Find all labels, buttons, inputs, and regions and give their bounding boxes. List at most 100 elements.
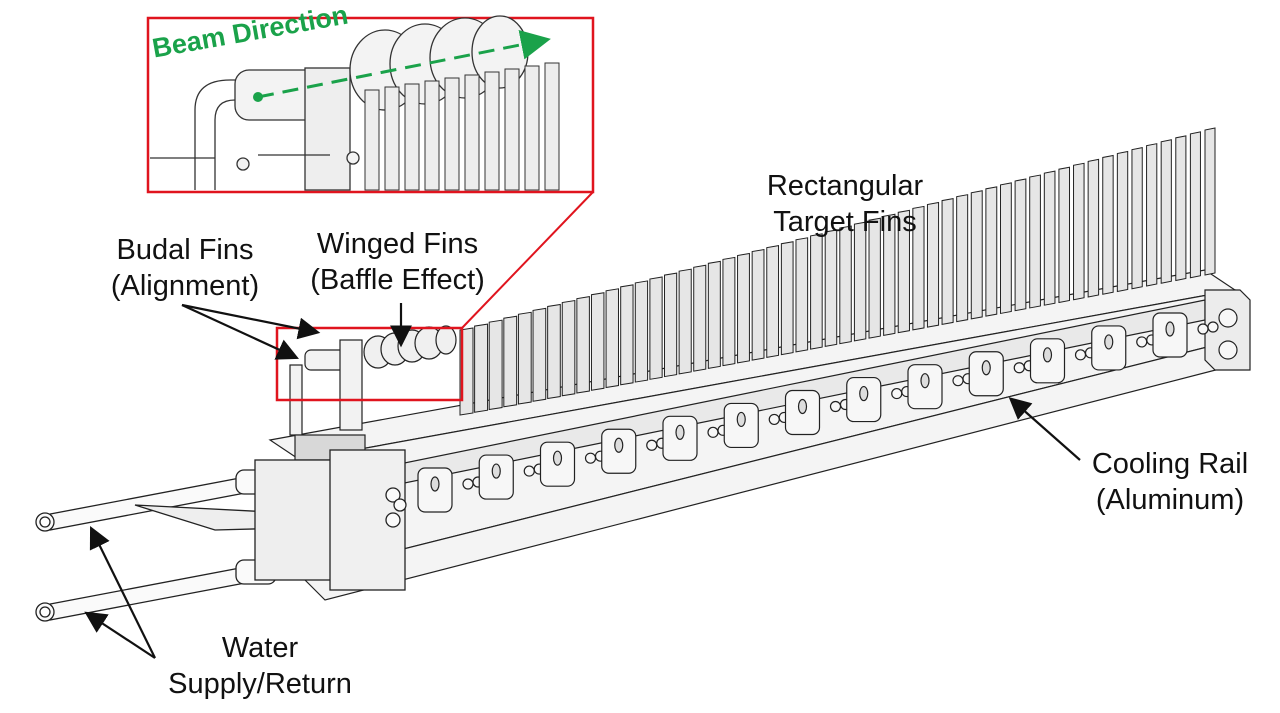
inset-fin [524,65,540,191]
target-fin [1204,127,1216,276]
clamp-slot [1042,347,1053,363]
target-fin [766,245,780,358]
clamp-slot [552,450,563,466]
clamp-slot [797,398,808,415]
inset-fin [484,71,500,191]
rectangular-fins-subtitle: Target Fins [773,206,917,238]
target-fin [1043,170,1056,306]
clamp-slot [736,411,746,428]
clamp-slot [675,424,685,440]
winged-fins-title: Winged Fins [316,228,479,260]
inset-fin [444,77,460,191]
bolt [646,439,658,451]
target-fin [1175,135,1187,282]
target-fin [737,252,750,364]
target-fin [1029,174,1041,309]
bolt [829,400,842,413]
bolt [1218,308,1238,328]
target-fin [1087,158,1100,298]
bolt [768,413,780,426]
target-fin [474,323,489,413]
bolt [1136,336,1148,348]
target-fin [941,197,954,326]
inset-fin [384,86,400,191]
target-fin [897,209,910,334]
target-fin [620,284,634,386]
inset-fin [464,74,480,191]
rail-clamps [417,308,1238,513]
target-fin [868,217,881,339]
winged-fins [363,325,457,369]
target-fin [956,194,969,323]
bolt [1207,321,1219,333]
winged-fins-label: Winged Fins (Baffle Effect) [295,226,500,298]
target-fin [649,276,663,380]
water-subtitle: Supply/Return [168,668,352,700]
target-fin [693,264,707,372]
bolt [891,387,903,400]
target-fin [561,299,576,397]
target-fin [970,190,983,320]
cooling-rail-subtitle: (Aluminum) [1095,484,1245,516]
target-fin [751,248,765,361]
target-fin [824,229,838,347]
cooling-rail-label: Cooling Rail (Aluminum) [1070,446,1270,518]
target-fin [883,213,896,336]
inset-fin [504,68,520,191]
target-fin [1014,178,1027,312]
target-fin [985,186,998,317]
clamp-slot [491,463,501,479]
inset-fin [364,89,380,191]
water-title: Water [221,632,299,664]
target-fin [780,241,794,356]
water-pipes [35,449,407,622]
target-fin [1058,166,1071,304]
target-fin [795,237,809,353]
target-fin [1116,150,1129,293]
inset-fin [404,83,420,191]
target-fin [853,221,867,342]
rectangular-fins-title: Rectangular [766,170,924,202]
target-fin [664,272,678,378]
target-fin [1102,154,1114,295]
target-fin [1189,131,1201,279]
budal-fins-title: Budal Fins [116,234,254,266]
target-fin [1131,147,1143,290]
clamp-slot [430,476,440,492]
cooling-rail-title: Cooling Rail [1091,448,1249,480]
clamp-slot [614,437,624,453]
inset-detail [146,15,595,194]
target-fin [532,307,547,402]
rectangular-fins-label: Rectangular Target Fins [745,168,945,240]
target-fin [722,256,736,367]
bolt [462,478,474,490]
target-fin [1160,139,1172,284]
target-fin [503,315,518,408]
water-label: Water Supply/Return [150,630,370,702]
bolt [707,426,719,438]
bolt [523,465,535,477]
clamp-slot [1165,321,1175,337]
target-fin [810,233,823,350]
winged-fins-subtitle: (Baffle Effect) [310,264,485,296]
budal-fins-subtitle: (Alignment) [110,270,260,302]
clamp-slot [981,360,991,376]
inset-fin [544,62,560,191]
target-fin [1146,143,1158,287]
target-fin [488,319,503,411]
clamp-slot [859,385,869,402]
target-fin [634,280,649,383]
target-fin [605,288,619,389]
target-fin [590,292,605,391]
bolt [1197,323,1209,335]
rectangular-target-fins [459,127,1216,416]
clamp-slot [920,373,930,389]
target-fin [926,201,940,328]
target-fin [1073,162,1085,301]
target-fin [547,303,561,400]
target-fin [912,205,925,331]
target-fin [517,311,532,405]
target-fin [576,296,590,394]
